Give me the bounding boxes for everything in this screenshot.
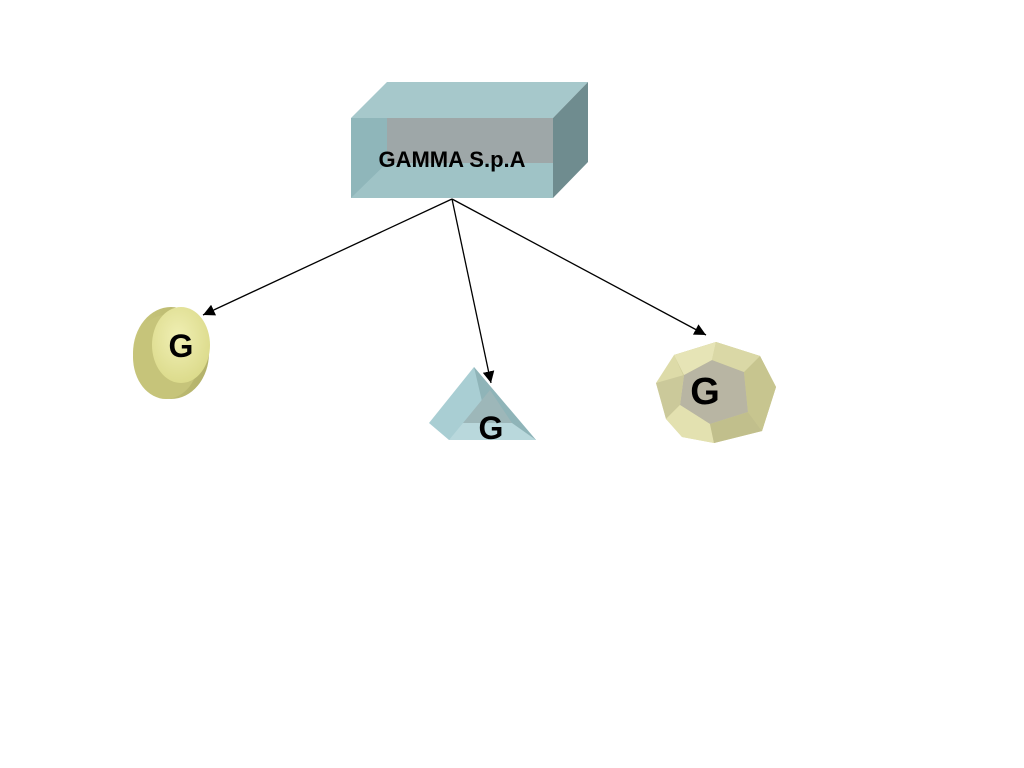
- edges: [202, 198, 707, 384]
- child-node-pentagon: G: [656, 342, 776, 443]
- edge-to-cylinder: [202, 198, 453, 316]
- child-node-cylinder: G: [133, 307, 210, 399]
- root-node-label: GAMMA S.p.A: [378, 147, 525, 172]
- root-node-box: GAMMA S.p.A: [351, 82, 588, 198]
- edge-to-pentagon: [451, 198, 707, 336]
- child-label-pentagon: G: [690, 371, 720, 413]
- edge-to-pyramid: [451, 198, 495, 384]
- child-label-cylinder: G: [169, 328, 194, 364]
- child-label-pyramid: G: [479, 410, 504, 446]
- child-node-pyramid: G: [429, 367, 536, 446]
